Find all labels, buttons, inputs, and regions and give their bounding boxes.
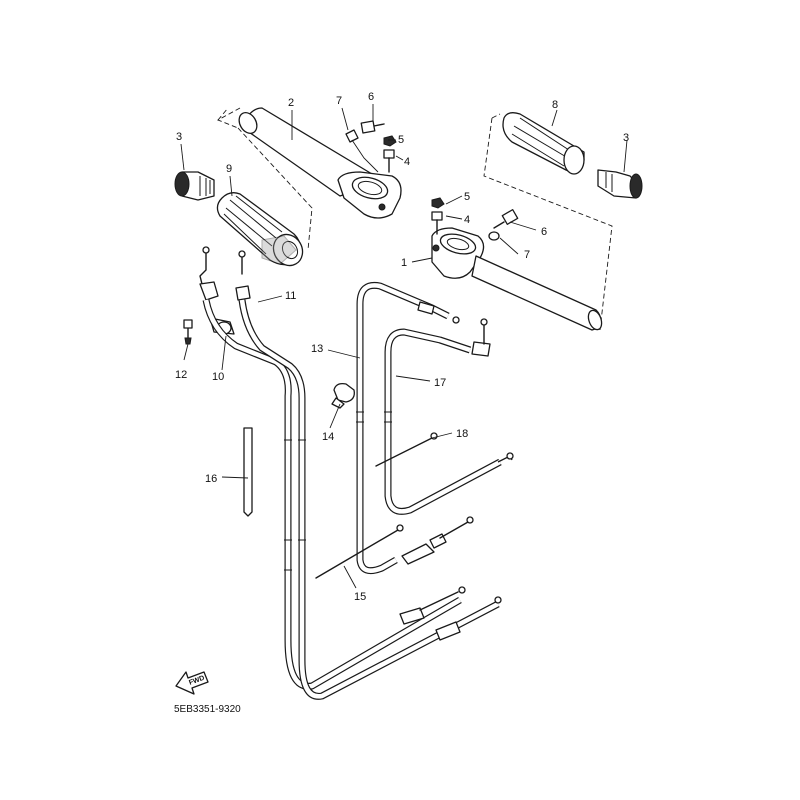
cable-guide-bolt-12[interactable]	[183, 319, 193, 345]
callout-2: 2	[288, 97, 294, 109]
clutch-cable-13[interactable]	[356, 281, 460, 575]
callout-1: 1	[401, 257, 407, 269]
throttle-cable-ends[interactable]	[199, 246, 251, 301]
cable-clamp-14[interactable]	[331, 382, 355, 409]
callout-7-lower: 7	[524, 249, 530, 261]
callout-16: 16	[205, 473, 217, 485]
callout-6-upper: 6	[368, 91, 374, 103]
callout-9: 9	[226, 163, 232, 175]
callout-13: 13	[311, 343, 323, 355]
right-handlebar-assembly-outline	[483, 113, 613, 331]
callout-15: 15	[354, 591, 366, 603]
cable-tie-16[interactable]	[243, 427, 253, 517]
lower-washer-7[interactable]	[488, 231, 500, 241]
lower-bolt-4[interactable]	[431, 211, 443, 235]
callout-3-left: 3	[176, 131, 182, 143]
upper-bolt-4[interactable]	[383, 149, 395, 173]
right-bar-end-weight[interactable]	[597, 169, 643, 199]
switch-cable-17[interactable]	[384, 318, 514, 515]
callout-labels: 1 2 3 3 4 4 5 5 6 6 7 7 8 9 10 11 12 13 …	[175, 91, 629, 603]
left-bar-end-weight[interactable]	[174, 171, 215, 201]
choke-cable-15[interactable]	[315, 516, 474, 579]
callout-12: 12	[175, 369, 187, 381]
callout-17: 17	[434, 377, 446, 389]
callout-5-lower: 5	[464, 191, 470, 203]
callout-11: 11	[285, 290, 296, 302]
upper-bolt-6[interactable]	[360, 120, 385, 134]
callout-4-upper: 4	[404, 156, 410, 168]
drawing-code: 5EB3351-9320	[174, 704, 241, 715]
leader-lines	[180, 104, 628, 589]
upper-nut-5[interactable]	[383, 135, 397, 147]
left-handlebar-assembly-outline	[216, 107, 313, 251]
throttle-cables[interactable]	[202, 299, 502, 700]
callout-10: 10	[212, 371, 224, 383]
lower-nut-5[interactable]	[431, 197, 445, 209]
callout-14: 14	[322, 431, 334, 443]
callout-4-lower: 4	[464, 214, 470, 226]
right-grip[interactable]	[502, 112, 585, 175]
callout-8: 8	[552, 99, 558, 111]
callout-18: 18	[456, 428, 468, 440]
left-handlebar-tube[interactable]	[236, 107, 402, 219]
forward-direction-arrow: FWD	[175, 671, 209, 695]
callout-3-right: 3	[623, 132, 629, 144]
upper-washer-7[interactable]	[345, 129, 359, 143]
callout-6-lower: 6	[541, 226, 547, 238]
callout-7-upper: 7	[336, 95, 342, 107]
lower-bolt-6[interactable]	[493, 209, 519, 229]
throttle-grip[interactable]	[216, 192, 308, 271]
callout-5-upper: 5	[398, 134, 404, 146]
right-handlebar[interactable]	[431, 227, 604, 331]
